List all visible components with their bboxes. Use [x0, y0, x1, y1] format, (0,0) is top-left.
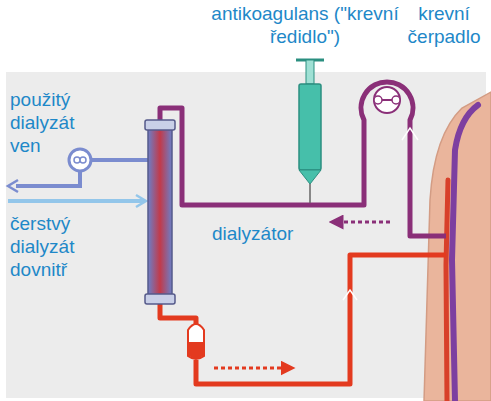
vein	[452, 105, 478, 401]
used-dialysate-tube	[91, 158, 148, 162]
blood-tube-in	[160, 82, 446, 236]
blood-pump-rotor	[374, 87, 400, 113]
arrowhead	[136, 195, 146, 207]
text-label: antikoagulans ("krevní ředidlo")	[205, 2, 405, 48]
dialyzer	[148, 124, 172, 300]
drip-chamber	[188, 324, 204, 359]
text-label: čerstvý dialyzát dovnitř	[10, 212, 74, 281]
blood-pump-roller	[392, 96, 400, 104]
flow-arrow	[402, 128, 418, 140]
text-label: dialyzátor	[212, 222, 293, 245]
flow-direction-arrow	[336, 221, 390, 224]
text-label: krevní čerpadlo	[408, 2, 481, 48]
dialysate-pump	[69, 149, 91, 171]
syringe-plunger	[306, 60, 314, 84]
background-panel	[6, 72, 486, 398]
used-dialysate-tube	[16, 171, 80, 186]
dialyzer-cap	[145, 294, 175, 304]
artery	[446, 180, 448, 401]
pump-rollers	[74, 157, 86, 163]
syringe-tip	[299, 170, 321, 184]
arrowhead	[8, 180, 18, 192]
dialyzer-cap	[145, 120, 175, 130]
text-label: použitý dialyzát ven	[10, 88, 74, 157]
fresh-dialysate-tube	[8, 199, 144, 203]
syringe-barrel	[299, 84, 321, 170]
drip-chamber-blood	[189, 342, 203, 359]
blood-pump-roller	[374, 96, 382, 104]
arm	[424, 92, 491, 401]
blood-tube-out	[196, 255, 446, 384]
flow-arrow	[343, 290, 357, 300]
flow-direction-arrow	[214, 367, 288, 370]
syringe-needle	[309, 184, 311, 203]
